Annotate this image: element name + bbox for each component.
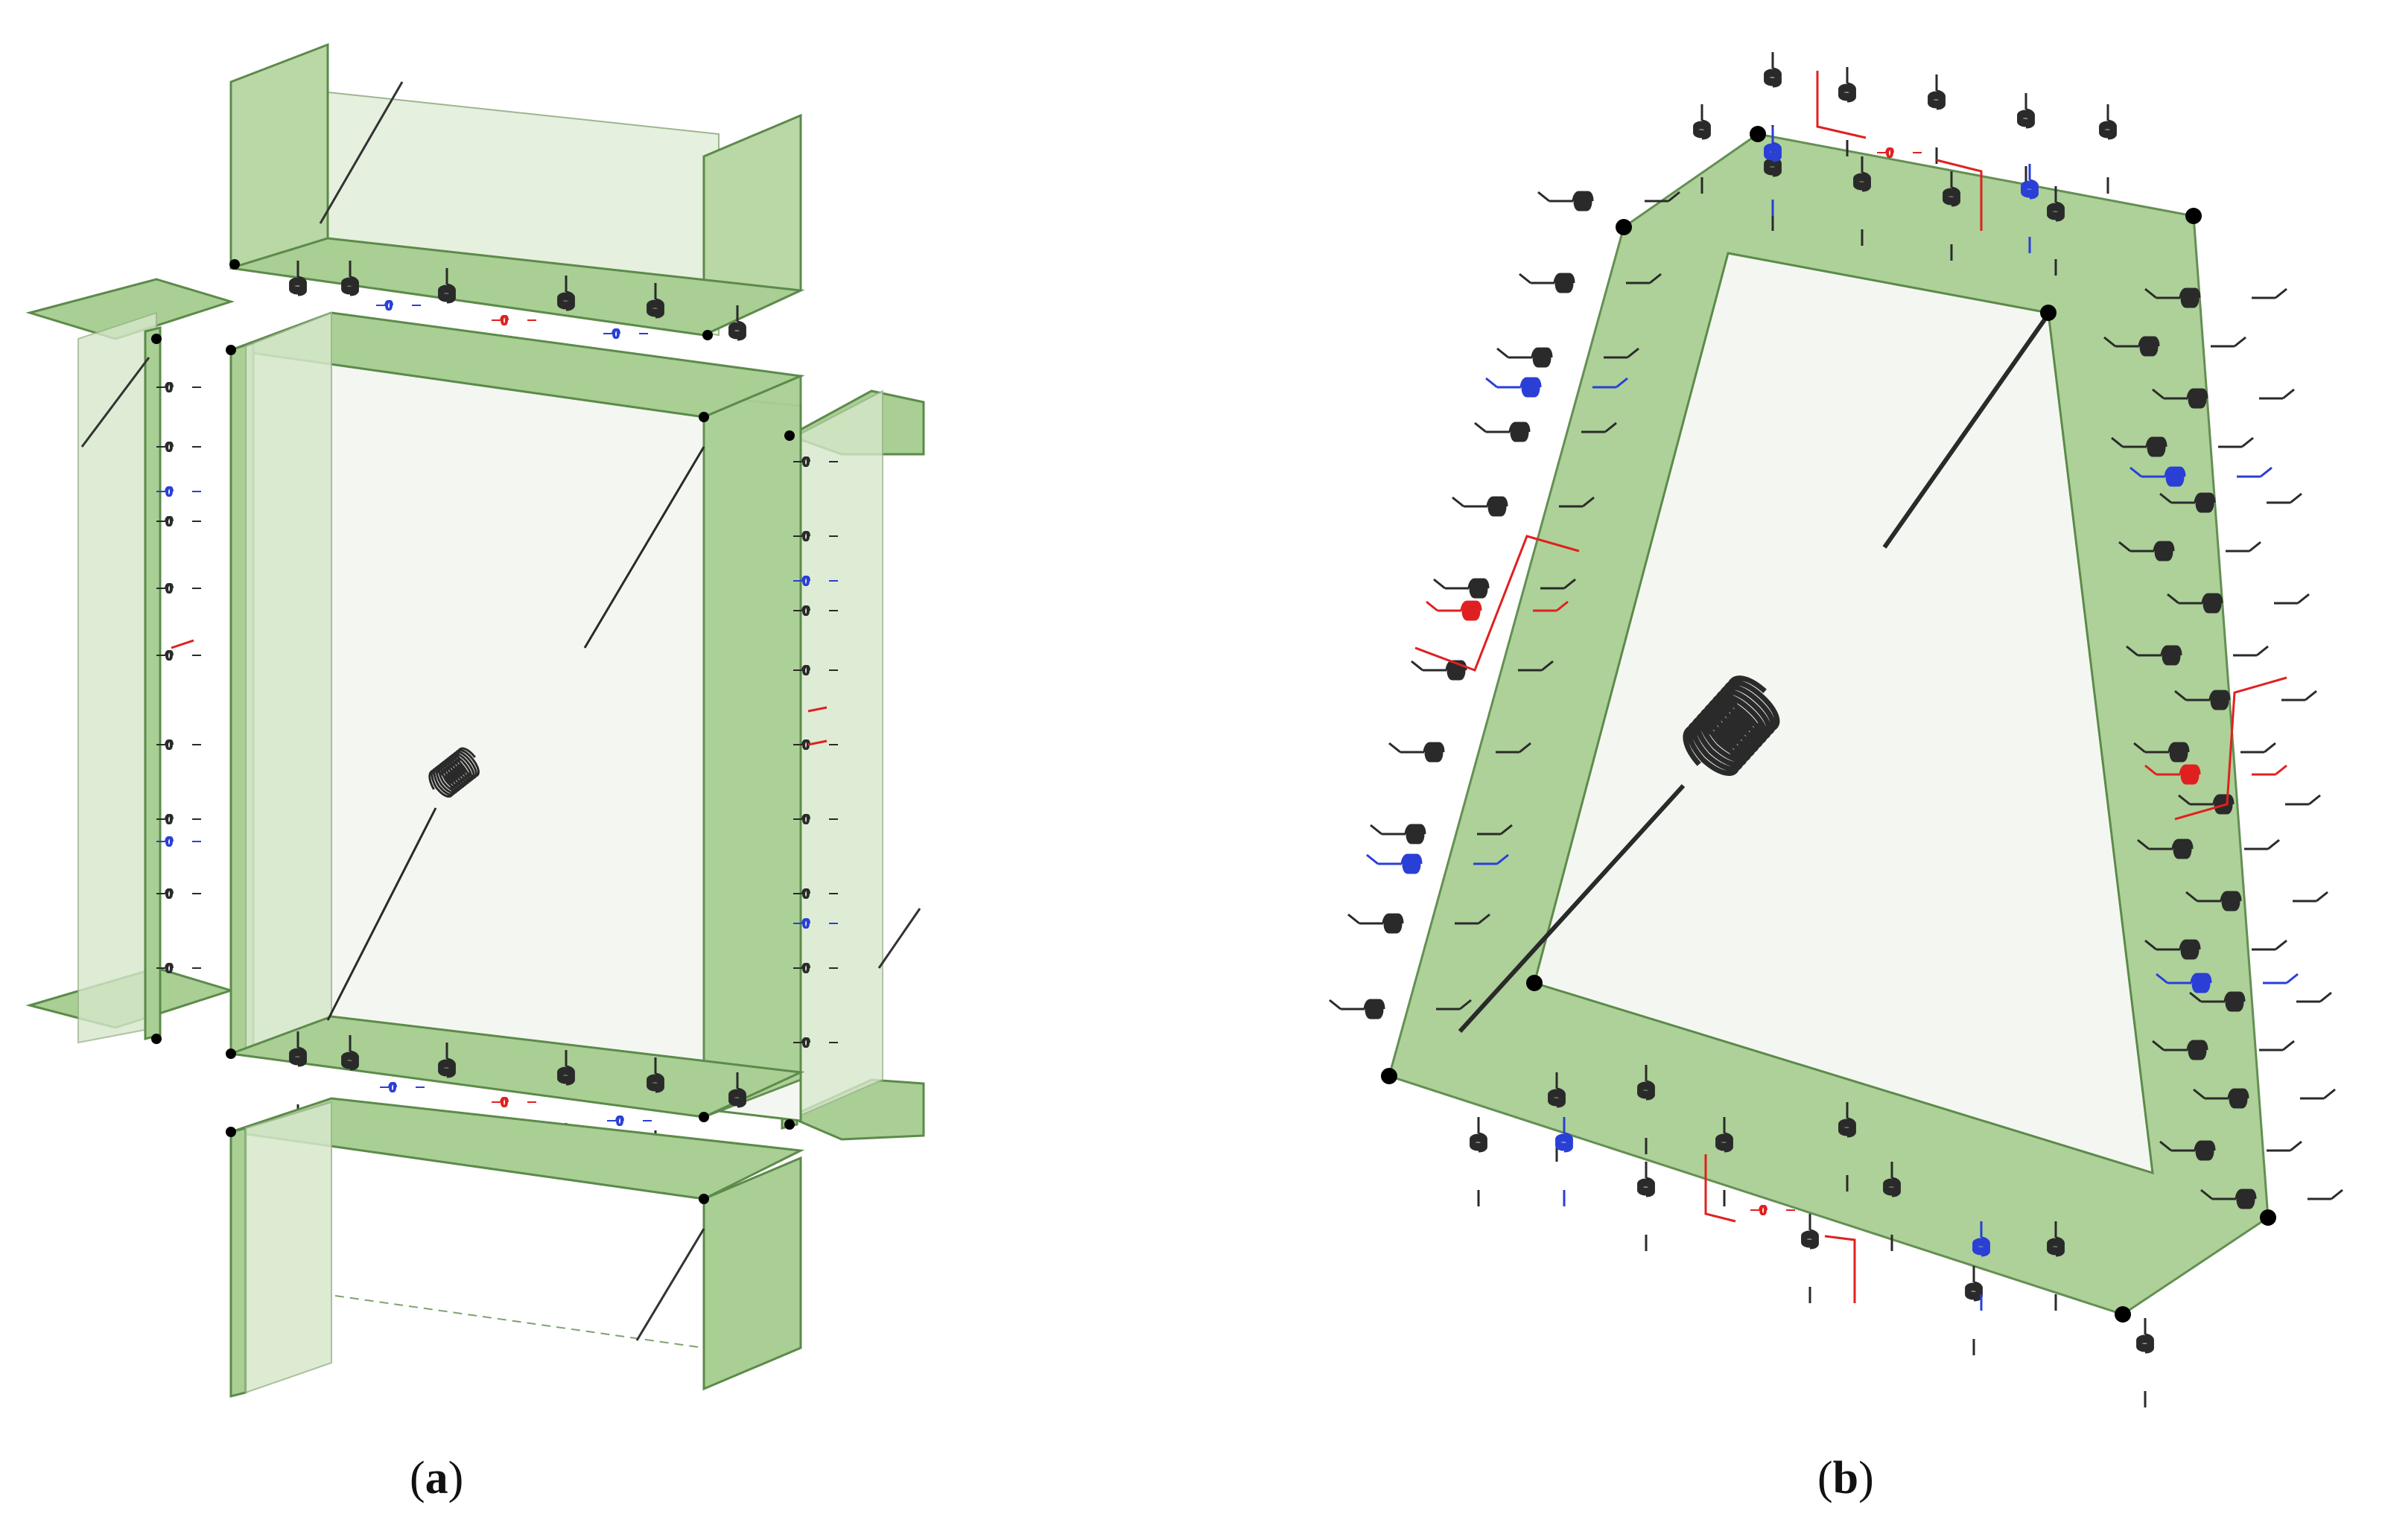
left-interface-springs-blue (156, 486, 202, 847)
panel-b-bottom-red (1704, 1154, 1856, 1303)
left-interface-springs (156, 382, 202, 973)
right-interface-spring-red (807, 706, 828, 746)
infill-opening (1533, 252, 2154, 1175)
top-beam (229, 42, 805, 337)
top-shear-spring-red (491, 315, 537, 325)
panel-b-right-red (2144, 676, 2288, 821)
panel-b-left-red (1414, 535, 1580, 672)
panel-letter-a: a (425, 1453, 448, 1504)
bottom-shear-spring-red (491, 1097, 537, 1107)
panel-b-diagram (1328, 51, 2344, 1409)
panel-letter-b: b (1832, 1453, 1859, 1504)
right-column (781, 389, 925, 1141)
panel-b-top-red (1816, 71, 1983, 231)
panel-label-a: (a) (410, 1453, 464, 1504)
panel-a-nodes (151, 259, 795, 1204)
bottom-beam (229, 1097, 805, 1398)
left-column (25, 278, 235, 1044)
panel-a-diagram (25, 42, 925, 1398)
infill-panel-a (229, 311, 805, 1122)
diagonal-strut (1458, 308, 2054, 1034)
left-interface-spring-red (171, 639, 194, 649)
panel-label-b: (b) (1817, 1453, 1874, 1504)
panel-b-nodes (1381, 126, 2276, 1323)
